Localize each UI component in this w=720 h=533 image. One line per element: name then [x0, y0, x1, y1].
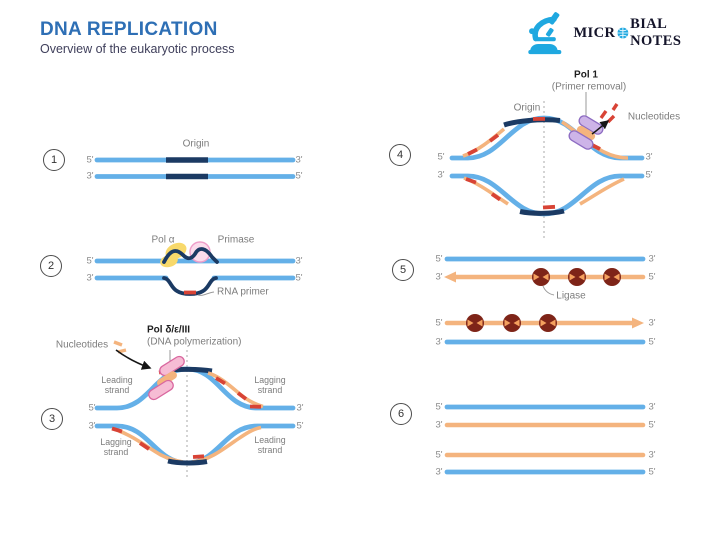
rna-primer-label: RNA primer — [217, 286, 269, 298]
globe-icon — [617, 27, 629, 39]
step5-ligation — [444, 256, 646, 345]
leading-strand-label-top: Leading strand — [101, 375, 133, 395]
pol-delta-label: Pol δ/ε/III — [147, 324, 191, 336]
prime-label: 3' — [296, 402, 304, 414]
step2-initiation — [94, 241, 296, 296]
prime-label: 5' — [437, 151, 445, 163]
prime-label: 5' — [295, 272, 303, 284]
prime-label: 3' — [295, 255, 303, 267]
nucleotide-arrow — [115, 349, 152, 370]
origin-label-step4: Origin — [513, 102, 541, 114]
removed-nucleotide-fragments — [599, 103, 619, 124]
origin-label-step1: Origin — [182, 138, 210, 150]
prime-label: 5' — [88, 402, 96, 414]
prime-label: 3' — [435, 466, 443, 478]
pol-delta-sublabel: (DNA polymerization) — [147, 336, 242, 348]
prime-label: 3' — [648, 253, 656, 265]
step5-badge: 5 — [392, 259, 414, 281]
pol-alpha-label: Pol α — [151, 234, 175, 246]
prime-label: 3' — [648, 317, 656, 329]
step4-badge: 4 — [389, 144, 411, 166]
prime-label: 3' — [86, 170, 94, 182]
prime-label: 3' — [648, 401, 656, 413]
step1-badge: 1 — [43, 149, 65, 171]
prime-label: 3' — [437, 169, 445, 181]
prime-label: 5' — [435, 253, 443, 265]
ligase-label: Ligase — [556, 290, 586, 302]
prime-label: 3' — [435, 419, 443, 431]
page-title: DNA REPLICATION — [40, 19, 218, 40]
pol1-label: Pol 1 — [574, 69, 598, 81]
step3-badge: 3 — [41, 408, 63, 430]
prime-label: 3' — [435, 336, 443, 348]
lagging-strand-label-top: Lagging strand — [254, 375, 286, 395]
step2-badge: 2 — [40, 255, 62, 277]
prime-label: 3' — [648, 449, 656, 461]
prime-label: 5' — [295, 170, 303, 182]
step3-replication-bubble — [94, 340, 296, 479]
prime-label: 5' — [648, 466, 656, 478]
step1-parent-dna — [94, 157, 296, 180]
prime-label: 3' — [86, 272, 94, 284]
prime-label: 5' — [648, 336, 656, 348]
prime-label: 5' — [648, 271, 656, 283]
pol1-sublabel: (Primer removal) — [551, 81, 627, 93]
nucleotides-label-step4: Nucleotides — [627, 111, 681, 123]
prime-label: 3' — [645, 151, 653, 163]
prime-label: 5' — [86, 154, 94, 166]
pol-delta-enzyme — [148, 355, 185, 401]
prime-label: 5' — [296, 420, 304, 432]
lagging-strand-label-bottom: Lagging strand — [100, 437, 132, 457]
prime-label: 5' — [645, 169, 653, 181]
prime-label: 5' — [86, 255, 94, 267]
prime-label: 5' — [648, 419, 656, 431]
primase-label: Primase — [217, 234, 255, 246]
prime-label: 5' — [435, 317, 443, 329]
step4-primer-removal-bubble — [449, 92, 645, 240]
prime-label: 3' — [295, 154, 303, 166]
pol1-enzyme — [568, 115, 604, 150]
prime-label: 3' — [435, 271, 443, 283]
nucleotides-label-step3: Nucleotides — [55, 339, 109, 351]
prime-label: 5' — [435, 449, 443, 461]
leading-strand-label-bottom: Leading strand — [254, 435, 286, 455]
ligase-enzymes-bottom — [466, 314, 557, 332]
prime-label: 5' — [435, 401, 443, 413]
prime-label: 3' — [88, 420, 96, 432]
step6-badge: 6 — [390, 403, 412, 425]
step6-daughter-dna — [444, 404, 646, 475]
page-subtitle: Overview of the eukaryotic process — [40, 42, 235, 56]
microscope-icon — [528, 12, 562, 55]
ligase-enzymes-top — [532, 268, 621, 286]
removal-arrow — [591, 120, 610, 135]
